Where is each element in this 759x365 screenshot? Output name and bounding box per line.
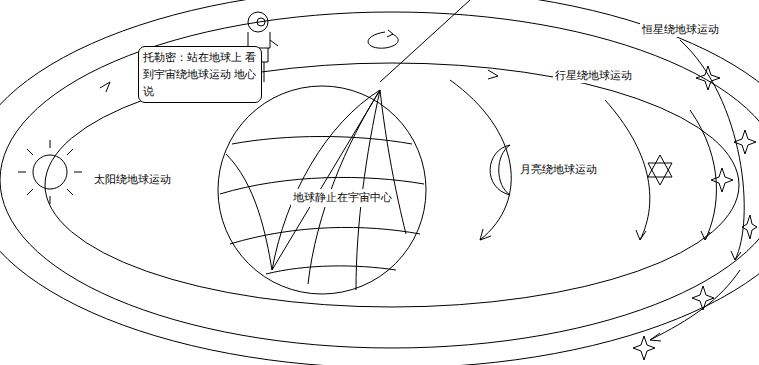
orbit-arrow <box>701 231 710 240</box>
earth-globe: 地球静止在宇宙中心 <box>216 84 428 296</box>
star-symbol <box>633 336 655 360</box>
star-symbol <box>696 66 720 90</box>
star-symbol <box>711 168 733 192</box>
orbit-arrow <box>636 230 646 240</box>
rotation-arrow <box>368 32 398 48</box>
orbit-arrow <box>650 333 661 341</box>
globe-caption: 地球静止在宇宙中心 <box>291 189 394 206</box>
orbit-label: 行星绕地球运动 <box>553 68 634 83</box>
orbit-arrow <box>100 82 110 92</box>
planet-path <box>605 100 650 240</box>
moon-path <box>450 80 511 240</box>
orbit-arrow <box>480 229 491 240</box>
orbit-arrow <box>488 70 498 79</box>
speech-bubble: 托勒密：站在地球上 看到宇宙绕地球运动 地心说 <box>138 46 262 103</box>
star-symbol <box>734 130 756 154</box>
star-symbol <box>692 286 714 310</box>
star-symbol <box>648 155 672 185</box>
planet-path <box>690 110 716 240</box>
star-symbol <box>742 215 757 239</box>
orbit-label: 太阳绕地球运动 <box>92 172 173 187</box>
star-path <box>680 40 744 260</box>
sun-symbol <box>18 140 82 204</box>
bubble-text: 托勒密：站在地球上 看到宇宙绕地球运动 地心说 <box>143 49 257 100</box>
orbit-arrow <box>731 251 741 260</box>
orbit-label: 月亮绕地球运动 <box>518 162 599 177</box>
star-path <box>650 270 740 340</box>
orbit-label: 恒星绕地球运动 <box>640 22 721 37</box>
planet-orbit <box>0 12 759 348</box>
earth-axis <box>380 0 470 82</box>
rotation-arrow <box>387 30 393 37</box>
